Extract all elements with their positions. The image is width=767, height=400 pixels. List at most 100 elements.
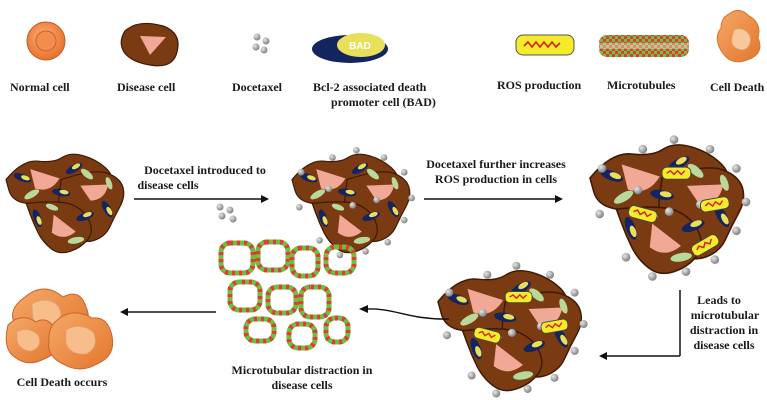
bad-protein-core <box>475 346 482 357</box>
docetaxel-particle <box>380 154 388 161</box>
docetaxel-particle <box>570 346 579 355</box>
docetaxel-particle <box>741 197 751 207</box>
docetaxel-particle <box>523 384 532 393</box>
step3-label-line2: microtubular <box>690 308 760 322</box>
green-organelle <box>559 298 568 314</box>
legend-label-cell-death: Cell Death <box>710 80 765 94</box>
cell-nucleus <box>80 184 109 201</box>
ros-marker-wave <box>633 209 652 218</box>
docetaxel-particle <box>329 154 336 161</box>
step3-label-line3: distraction in <box>689 323 759 337</box>
green-organelle <box>529 288 544 302</box>
docetaxel-particle <box>492 389 501 398</box>
step3-label-line1: Leads to <box>697 293 741 307</box>
ros-marker-wave <box>545 322 563 329</box>
bad-protein-core <box>690 220 702 228</box>
microtubule-fragment <box>218 240 256 276</box>
docetaxel-particle <box>349 202 357 209</box>
docetaxel-particle <box>297 168 305 176</box>
step2-label-line1: Docetaxel further increases <box>426 157 566 171</box>
green-organelle <box>460 313 479 326</box>
bad-protein-core <box>357 163 367 170</box>
disease-cell-cluster-ros <box>589 135 751 281</box>
green-organelle <box>670 252 692 262</box>
cell-nucleus <box>30 169 60 190</box>
bad-protein-core <box>21 175 30 181</box>
bad-protein-core <box>531 341 543 348</box>
green-organelle <box>366 168 379 180</box>
microtubule-fragment-stripe <box>298 284 332 320</box>
ros-marker-wave <box>478 330 496 339</box>
docetaxel-particle <box>373 196 380 204</box>
microtubule-fragment-stripe <box>286 321 318 351</box>
bad-protein-core <box>106 206 113 216</box>
docetaxel-particle <box>316 237 323 244</box>
arrow-step1 <box>134 195 269 203</box>
microtubule-fragment-stripe <box>323 244 357 276</box>
bad-protein-core <box>518 281 529 290</box>
ros-marker-wave <box>696 238 712 251</box>
arrow-step3 <box>599 290 681 360</box>
bad-protein-core <box>675 156 687 165</box>
bad-protein-core <box>307 175 316 181</box>
disease-cell-cluster-microtubule <box>437 261 588 398</box>
docetaxel-particle <box>597 164 607 173</box>
step1-label-line1: Docetaxel introduced to <box>144 163 266 177</box>
disease-cell-cluster-initial <box>5 153 125 254</box>
ros-marker <box>661 166 692 180</box>
legend-label-bad-line2: promoter cell (BAD) <box>331 95 436 109</box>
legend-label-docetaxel: Docetaxel <box>232 80 282 94</box>
docetaxel-particle <box>512 261 521 270</box>
docetaxel-particle <box>664 207 674 216</box>
docetaxel-particle <box>579 319 588 329</box>
docetaxel-particle <box>595 209 604 219</box>
ros-marker-wave <box>509 293 527 300</box>
green-organelle <box>687 163 704 178</box>
docetaxel-particle <box>732 226 741 236</box>
green-organelle <box>614 190 634 204</box>
docetaxel-particle <box>550 373 559 382</box>
bad-protein-core <box>720 213 729 225</box>
green-organelle <box>331 203 345 211</box>
microtubule-fragment-stripe <box>265 284 299 316</box>
cell-nucleus <box>621 164 660 192</box>
green-organelle <box>310 189 326 200</box>
docetaxel-particle <box>408 194 415 202</box>
microtubule-fragment <box>243 316 277 344</box>
bad-protein-core <box>36 216 42 225</box>
bad-protein-core <box>659 191 672 198</box>
docetaxel-particle <box>483 270 492 279</box>
docetaxel-icon <box>252 33 270 54</box>
green-organelle <box>353 236 371 244</box>
docetaxel-particle <box>710 255 720 264</box>
docetaxel-particle <box>336 251 344 259</box>
green-organelle <box>105 177 113 190</box>
broken-microtubule-network <box>218 239 357 351</box>
docetaxel-particle <box>478 308 487 317</box>
docetaxel-particle <box>681 267 691 276</box>
cell-death-icon <box>716 10 761 63</box>
ros-icon <box>515 34 575 56</box>
bad-badge-text: BAD <box>349 41 371 52</box>
docetaxel-particle <box>648 272 657 281</box>
bad-protein-core <box>629 225 637 238</box>
docetaxel-particle <box>296 203 303 211</box>
ros-marker <box>691 234 720 257</box>
arrow-step4 <box>359 305 450 320</box>
microtubule-fragment-stripe <box>218 240 256 276</box>
docetaxel-particle <box>633 185 643 195</box>
legend-label-ros: ROS production <box>497 78 582 92</box>
cell-nucleus <box>366 184 395 201</box>
microtubule-fragment-stripe <box>255 239 291 273</box>
docetaxel-particle <box>400 216 408 224</box>
bad-protein-core <box>71 163 81 170</box>
docetaxel-particle <box>362 248 369 255</box>
ros-marker <box>473 326 502 344</box>
green-organelle <box>24 189 40 200</box>
docetaxel-particle <box>638 144 648 154</box>
cell-nucleus <box>493 344 523 372</box>
bad-protein-core <box>456 296 468 303</box>
docetaxel-particle <box>325 185 333 193</box>
step3-label-line4: disease cells <box>693 338 755 352</box>
